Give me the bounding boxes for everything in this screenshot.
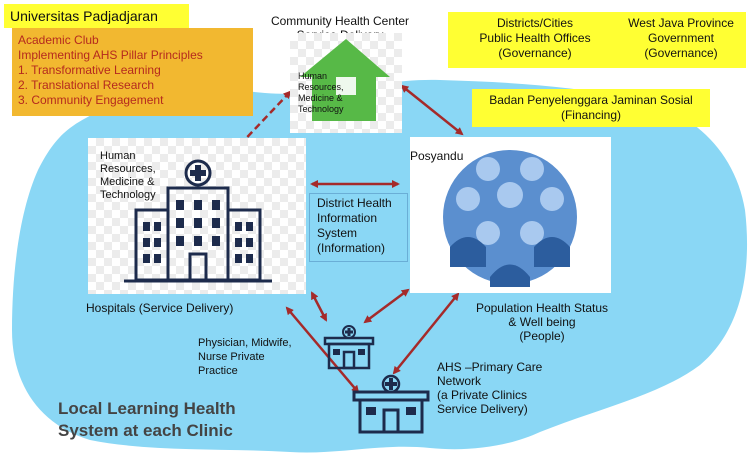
hospital-card: Human Resources, Medicine & Technology: [88, 138, 306, 294]
west-java-label: West Java Province Government (Governanc…: [628, 16, 734, 60]
community-people-icon: [443, 150, 577, 287]
private-practice-label: Physician, Midwife, Nurse Private Practi…: [198, 337, 292, 377]
primary-care-clinic-icon: [352, 374, 430, 434]
posyandu-card: Posyandu: [410, 137, 611, 293]
districts-offices-label: Districts/Cities Public Health Offices (…: [479, 16, 591, 60]
hospital-resources-label: Human Resources, Medicine & Technology: [100, 150, 156, 201]
arrow-chc-to-bpjs: [400, 84, 464, 136]
small-clinic-icon: [323, 325, 375, 370]
governance-box: Districts/Cities Public Health Offices (…: [448, 12, 746, 68]
arrow-population-to-network: [392, 292, 460, 375]
posyandu-label: Posyandu: [410, 149, 464, 163]
principle-item: 2. Translational Research: [18, 78, 155, 92]
ahs-network-label: AHS –Primary Care Network (a Private Cli…: [437, 360, 543, 416]
university-box: Universitas Padjadjaran: [4, 4, 189, 28]
hospital-building-icon: [124, 159, 272, 283]
university-name: Universitas Padjadjaran: [10, 8, 158, 24]
principle-item: 3. Community Engagement: [18, 93, 164, 107]
academic-club-subtitle: Implementing AHS Pillar Principles: [18, 48, 203, 62]
academic-club-box: Academic Club Implementing AHS Pillar Pr…: [12, 28, 253, 116]
hospitals-label: Hospitals (Service Delivery): [86, 301, 234, 315]
house-icon: [300, 39, 390, 121]
chc-resources-label: Human Resources, Medicine & Technology: [298, 71, 344, 114]
academic-club-title: Academic Club: [18, 33, 99, 47]
local-learning-title: Local Learning Health System at each Cli…: [58, 399, 236, 440]
dhis-box: District Health Information System (Info…: [309, 193, 408, 262]
population-health-label: Population Health Status & Well being (P…: [475, 301, 609, 343]
principle-item: 1. Transformative Learning: [18, 63, 161, 77]
arrow-hospital-to-network: [285, 306, 360, 394]
community-health-center-card: Human Resources, Medicine & Technology: [290, 33, 402, 133]
bpjs-box: Badan Penyelenggara Jaminan Sosial (Fina…: [472, 89, 710, 127]
